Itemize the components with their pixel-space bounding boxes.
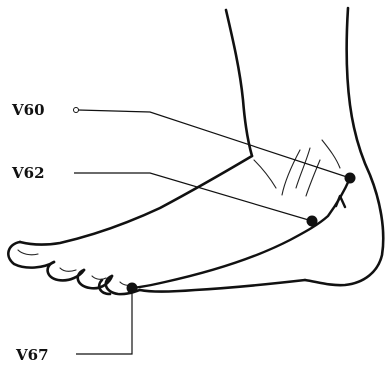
leader-v60-start-dot: [74, 108, 79, 113]
label-v67: V67: [15, 346, 49, 364]
leader-v62: [74, 173, 312, 221]
meridian-path: [132, 178, 350, 288]
label-v62: V62: [11, 164, 45, 182]
leader-v67: [76, 288, 132, 354]
foot-outline: [8, 8, 383, 294]
acupoints: [127, 173, 356, 294]
leader-v60: [78, 110, 350, 178]
label-v60: V60: [11, 101, 45, 119]
point-labels: V60 V62 V67: [11, 101, 49, 364]
foot-detail-lines: [18, 140, 340, 285]
